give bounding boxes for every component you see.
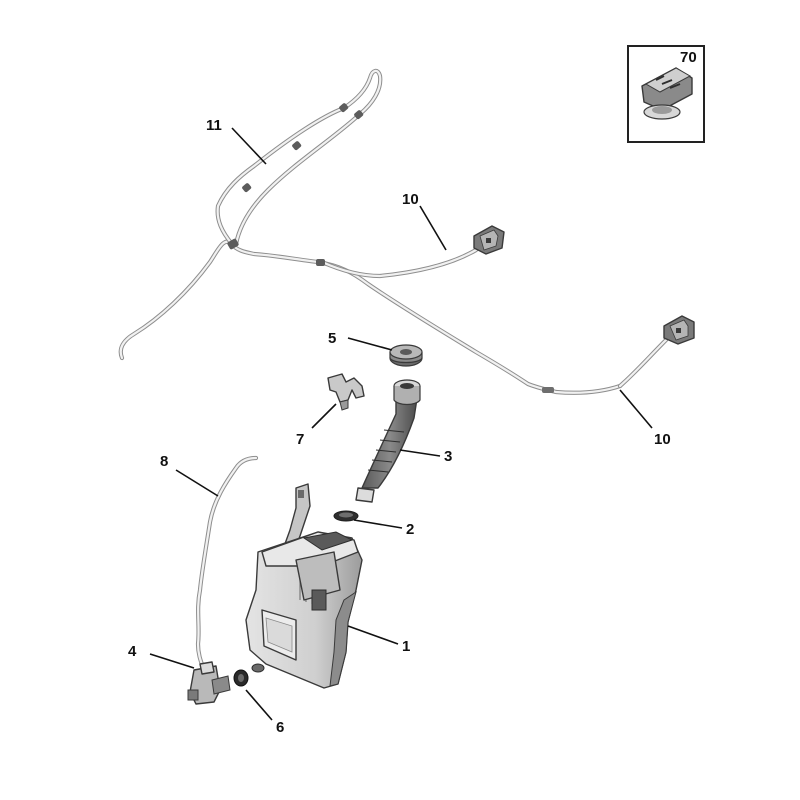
callout-10-lower: 10 <box>654 431 671 448</box>
filler-cap <box>389 344 423 367</box>
mounting-bracket <box>327 373 365 411</box>
callout-2: 2 <box>406 521 414 538</box>
callout-6: 6 <box>276 719 284 736</box>
pump-grommet <box>233 669 249 687</box>
callout-3: 3 <box>444 448 452 465</box>
callout-7: 7 <box>296 431 304 448</box>
washer-hose-harness <box>118 68 669 395</box>
inset-part-70 <box>627 45 705 143</box>
washer-jet-upper <box>473 225 505 255</box>
neck-seal <box>333 510 359 522</box>
callout-11: 11 <box>206 117 222 134</box>
leader-lines <box>149 127 653 721</box>
washer-jet-lower <box>663 315 695 345</box>
washer-reservoir <box>245 483 363 689</box>
washer-pump <box>187 661 231 705</box>
pump-hose <box>195 455 259 673</box>
callout-70: 70 <box>680 49 697 66</box>
callout-4: 4 <box>128 643 137 660</box>
callout-8: 8 <box>160 453 168 470</box>
filler-neck <box>355 379 421 503</box>
callout-1: 1 <box>402 638 410 655</box>
callout-5: 5 <box>328 330 336 347</box>
callout-10-upper: 10 <box>402 191 419 208</box>
